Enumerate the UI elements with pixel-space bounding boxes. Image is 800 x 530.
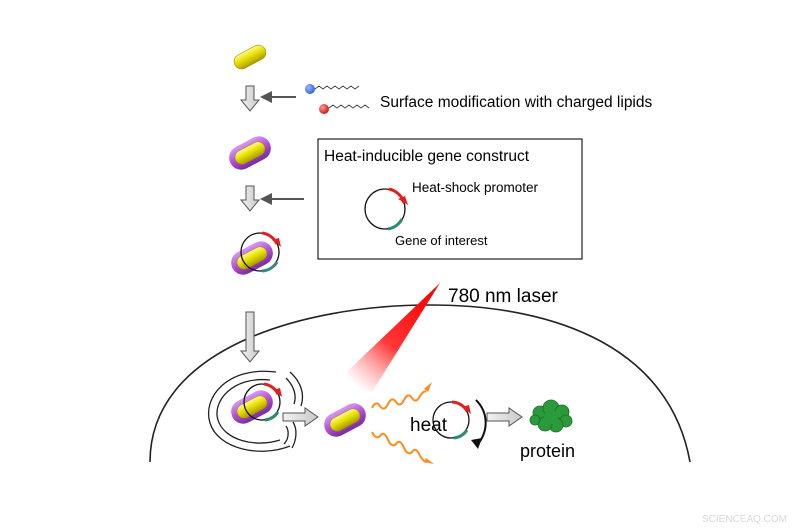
- promoter-label: Heat-shock promoter: [412, 180, 539, 195]
- protein-icon: [529, 399, 573, 433]
- process-arrow-down-2: [239, 185, 261, 212]
- heat-wave-lower: [371, 431, 434, 464]
- gene-label: Gene of interest: [395, 233, 488, 248]
- transcription-arrow: [475, 399, 487, 445]
- cationic-lipid-icon: [305, 84, 360, 94]
- gold-nanorod: [233, 44, 267, 70]
- process-arrow-right-1: [282, 407, 319, 427]
- endosome: [208, 370, 304, 452]
- heat-label: heat: [410, 415, 448, 436]
- surface-modification-label: Surface modification with charged lipids: [380, 94, 652, 111]
- promoter-arrowhead: [398, 196, 408, 205]
- plasmid-icon: [364, 187, 408, 231]
- cell-membrane: [149, 304, 691, 463]
- nanorod-plasmid-complex: [231, 231, 281, 275]
- anionic-lipid-icon: [319, 104, 370, 114]
- endosome-complex: [231, 382, 282, 424]
- gene-segment: [387, 218, 404, 231]
- protein-label: protein: [520, 441, 575, 461]
- released-nanorod: [324, 403, 366, 437]
- process-arrow-down-1: [239, 85, 261, 112]
- activated-plasmid: [432, 399, 487, 449]
- laser-beam: [333, 283, 440, 392]
- construct-title: Heat-inducible gene construct: [324, 148, 530, 165]
- coated-nanorod: [229, 136, 271, 170]
- laser-label: 780 nm laser: [448, 286, 559, 307]
- process-arrow-right-2: [486, 407, 523, 427]
- heat-wave-upper: [371, 382, 432, 410]
- watermark: SCIENCEAQ.COM: [702, 514, 787, 525]
- gene-construct-box: [317, 138, 583, 260]
- process-arrow-down-3: [239, 311, 261, 363]
